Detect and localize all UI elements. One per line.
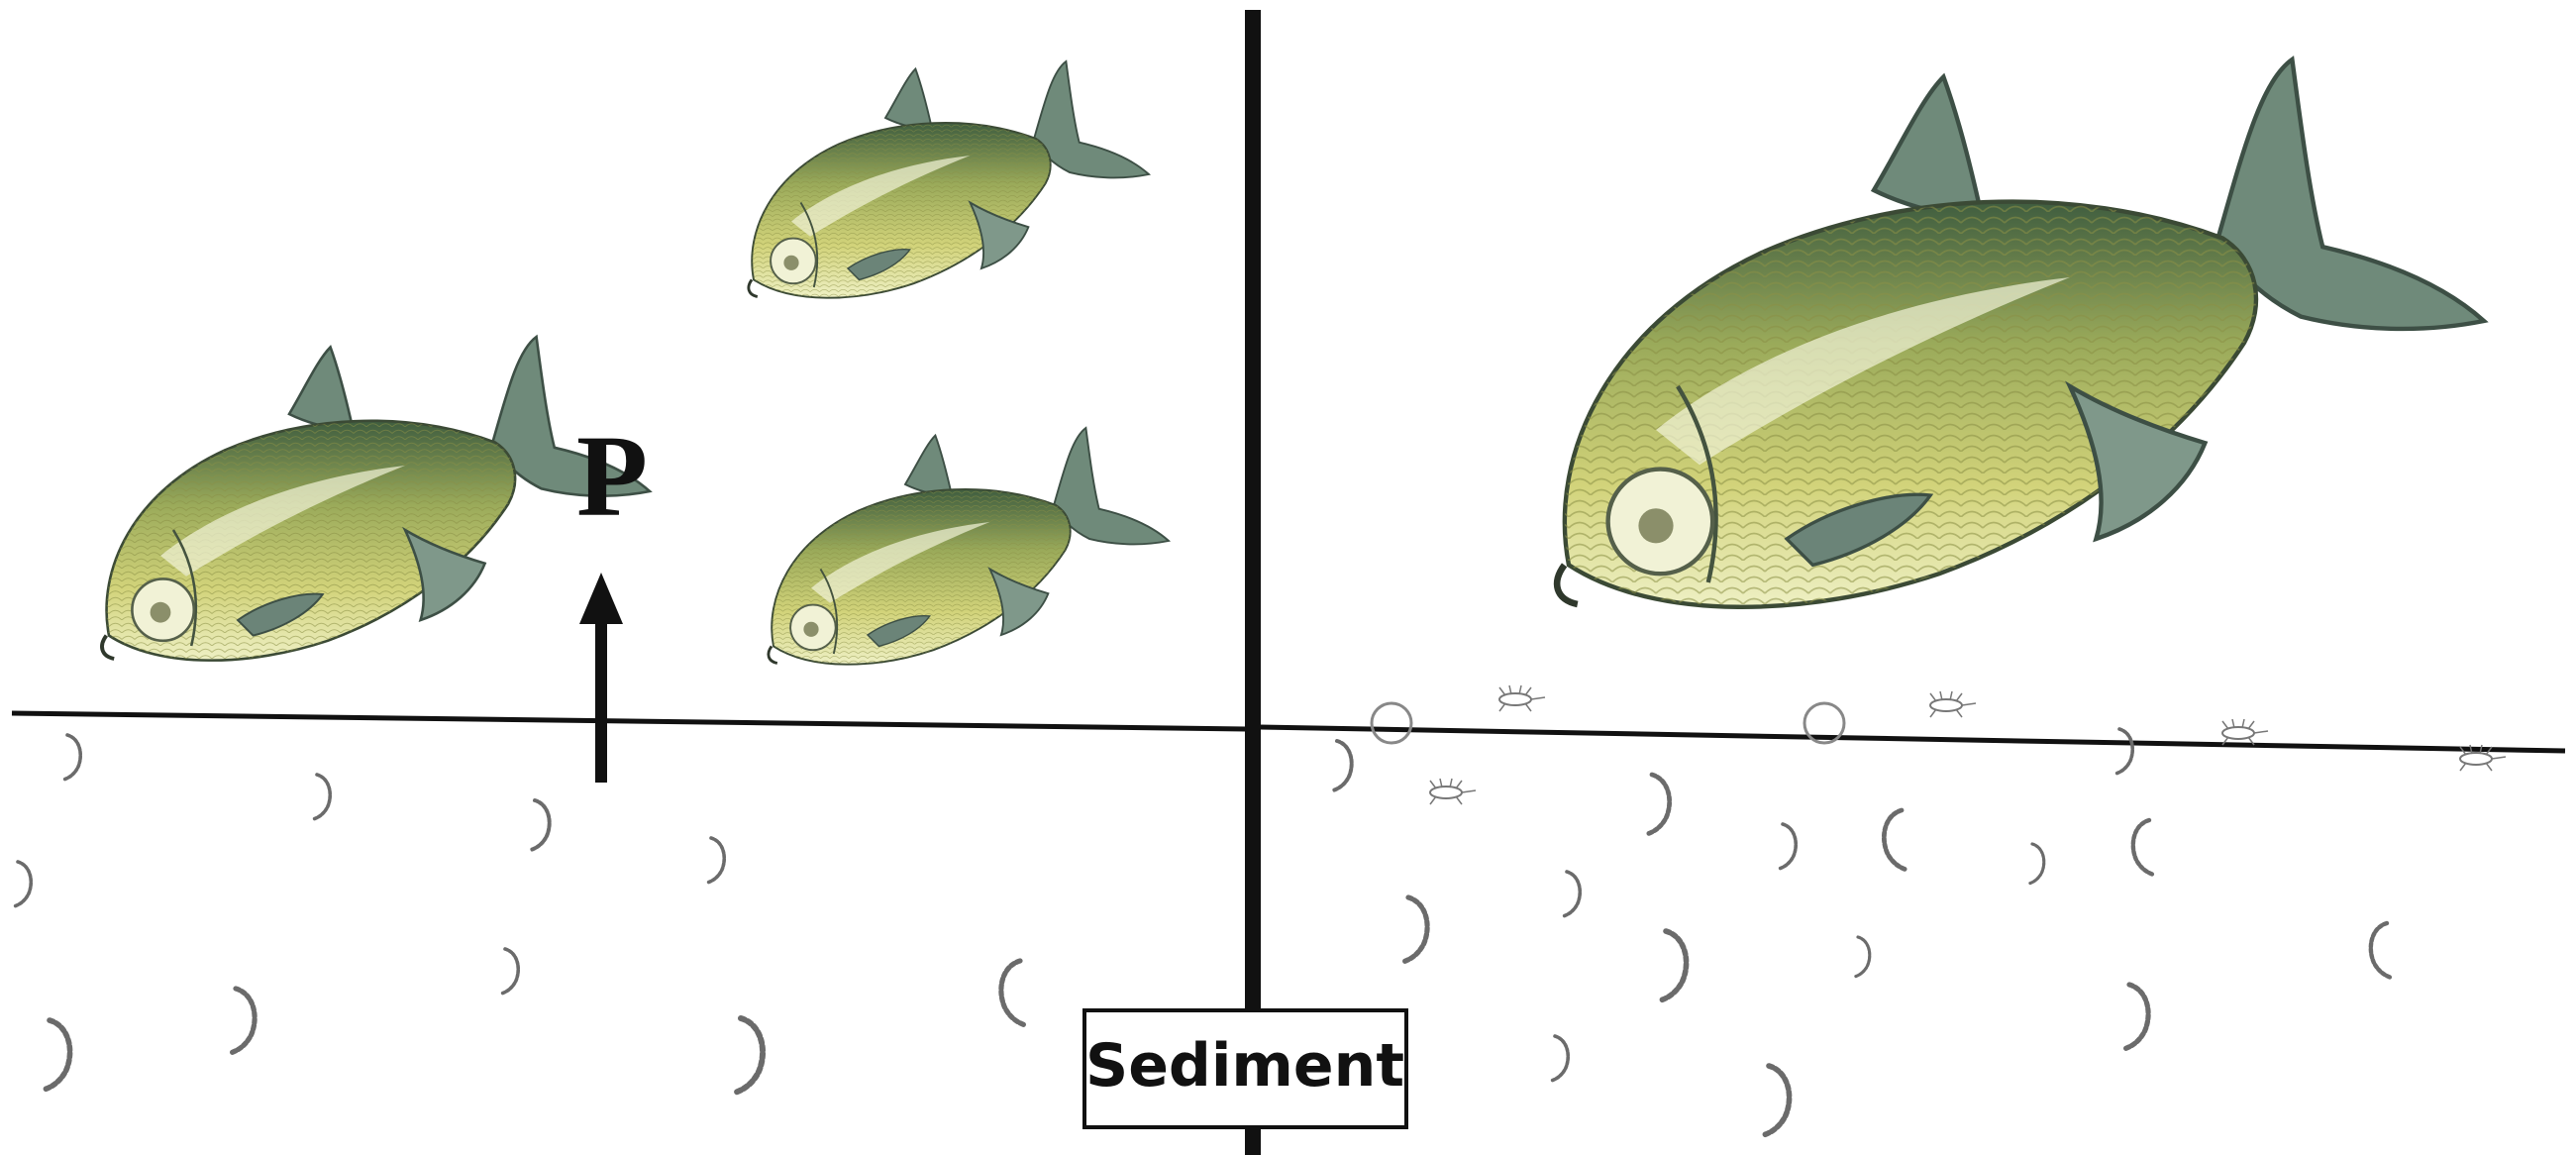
bug-icon bbox=[1929, 690, 1977, 718]
larva-icon bbox=[1763, 1066, 1789, 1135]
larva-icon bbox=[2371, 923, 2392, 978]
fish-icon bbox=[747, 59, 1151, 300]
surface-prey bbox=[1370, 684, 2507, 805]
larvae-left bbox=[12, 733, 1025, 1093]
larva-icon bbox=[1001, 961, 1025, 1025]
larva-icon bbox=[1884, 810, 1906, 870]
sediment-label-box: Sediment bbox=[1082, 1008, 1408, 1129]
larva-icon bbox=[2124, 985, 2148, 1049]
larva-icon bbox=[12, 860, 34, 908]
larva-icon bbox=[1853, 935, 1872, 979]
larva-icon bbox=[705, 836, 727, 885]
larva-icon bbox=[1647, 775, 1669, 834]
pebble-icon bbox=[1370, 701, 1413, 745]
pebble-icon bbox=[1803, 701, 1846, 745]
label-p: P bbox=[576, 411, 648, 541]
larva-icon bbox=[499, 947, 521, 996]
larva-icon bbox=[1561, 870, 1583, 918]
larva-icon bbox=[1403, 897, 1427, 962]
fish-icon bbox=[767, 426, 1171, 667]
bug-icon bbox=[1429, 778, 1477, 805]
sediment-surface-left bbox=[11, 710, 1247, 732]
larva-icon bbox=[2027, 842, 2046, 886]
larva-icon bbox=[529, 798, 552, 852]
larva-icon bbox=[2133, 820, 2154, 875]
bug-icon bbox=[1498, 684, 1546, 712]
larva-icon bbox=[1777, 822, 1799, 871]
sediment-surface-right bbox=[1259, 724, 2566, 754]
larva-icon bbox=[2113, 727, 2135, 776]
sediment-label: Sediment bbox=[1085, 1031, 1404, 1101]
larva-icon bbox=[1331, 739, 1354, 792]
larva-icon bbox=[231, 989, 255, 1053]
larva-icon bbox=[1549, 1034, 1571, 1083]
larva-icon bbox=[311, 773, 333, 821]
arrow-up-icon bbox=[579, 573, 623, 783]
fish-icon bbox=[100, 335, 652, 663]
larva-icon bbox=[735, 1018, 763, 1093]
larva-icon bbox=[44, 1020, 69, 1090]
fish-icon bbox=[1557, 59, 2484, 607]
larva-icon bbox=[61, 733, 83, 782]
bug-icon bbox=[2221, 718, 2269, 746]
larvae-right bbox=[1331, 727, 2392, 1135]
larva-icon bbox=[1660, 931, 1686, 1000]
